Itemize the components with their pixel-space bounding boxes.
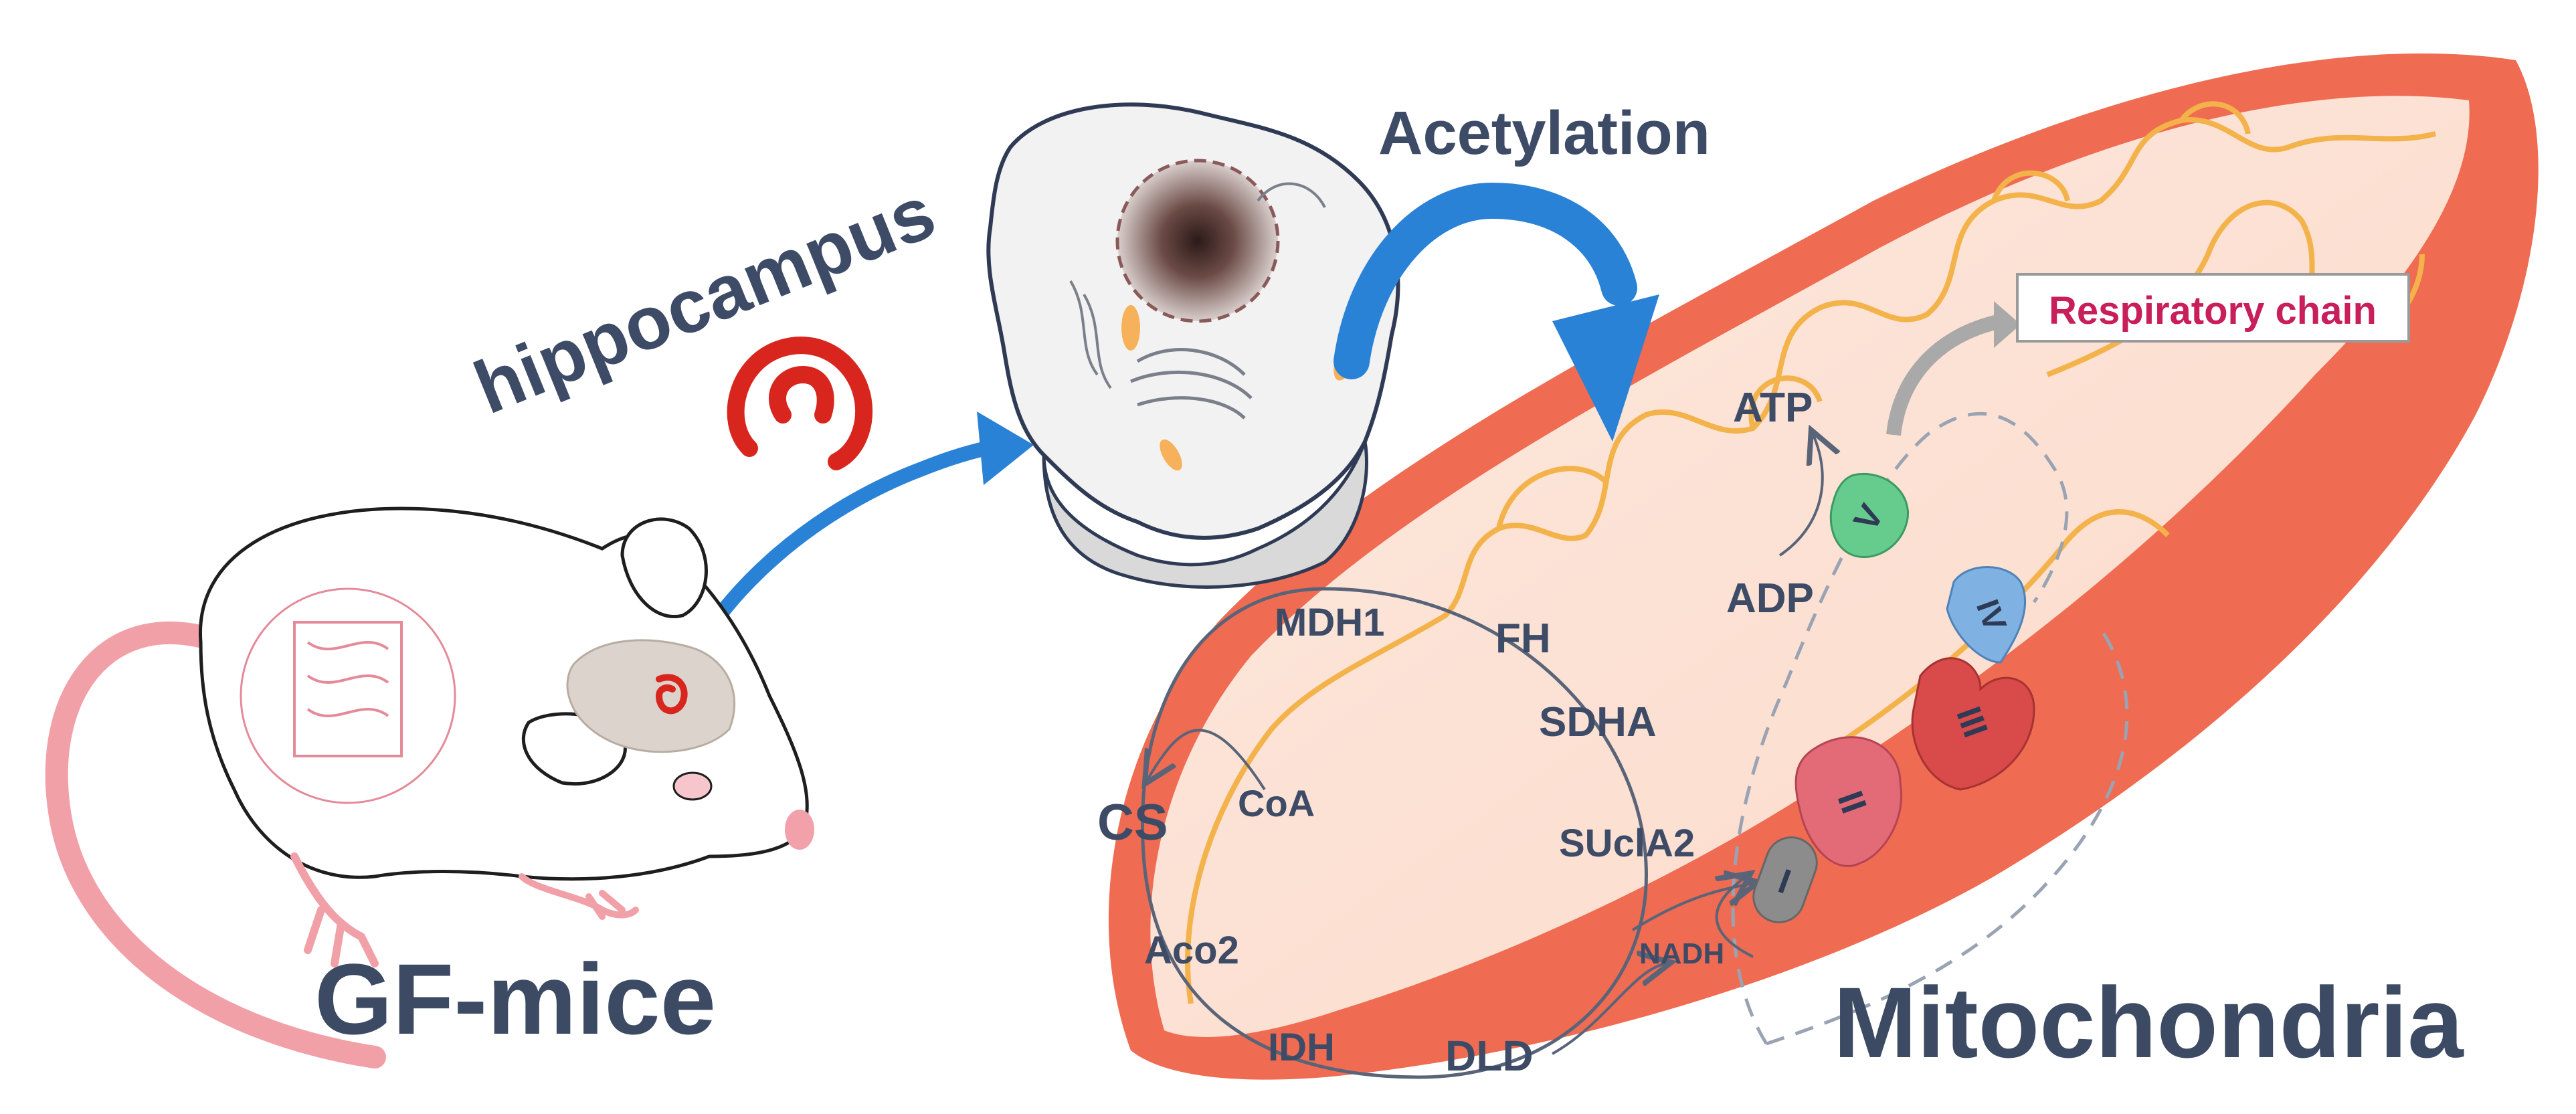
- gut-intestines: [293, 621, 403, 757]
- cell-body: [986, 102, 1400, 540]
- mouse: [45, 506, 814, 1069]
- mouse-hind-paw: [290, 852, 379, 967]
- acetylation-arrowhead: [1552, 294, 1659, 442]
- complex-III: [1911, 657, 2035, 791]
- respiratory-chain-label: Respiratory chain: [2049, 289, 2377, 333]
- mouse-brain: [566, 639, 736, 753]
- golgi: [1130, 348, 1253, 420]
- dld-to-nadh-arrow: [1552, 963, 1666, 1055]
- nadh-label: NADH: [1639, 937, 1724, 970]
- complex-V: [1829, 473, 1909, 559]
- mito-cristae-fold-1: [1496, 101, 2251, 529]
- respiratory-region-outline-2: [1766, 628, 2129, 1046]
- mouse-eye: [672, 771, 713, 801]
- sucla2-to-complex1-arrow: [1631, 883, 1753, 931]
- enzyme-mdh1: MDH1: [1275, 601, 1384, 644]
- hippocampus-icon: [727, 337, 873, 470]
- nucleus: [1115, 159, 1280, 323]
- gut-circle: [240, 587, 456, 804]
- complex-IV: [1946, 566, 2027, 664]
- complex-II: [1795, 736, 1902, 868]
- adp-to-atp-arrow: [1778, 435, 1823, 557]
- enzyme-dld: DLD: [1445, 1032, 1534, 1080]
- enzyme-idh: IDH: [1268, 1026, 1335, 1069]
- enzyme-fh: FH: [1495, 616, 1551, 662]
- enzyme-sdha: SDHA: [1539, 699, 1657, 745]
- tca-circle: [1141, 587, 1648, 1079]
- acetylation-label: Acetylation: [1378, 99, 1710, 167]
- enzyme-aco2: Aco2: [1144, 929, 1239, 972]
- cell-mitochondrion-3: [1160, 439, 1182, 471]
- mouse-ear: [620, 517, 708, 618]
- neuron-cell: [986, 102, 1400, 589]
- mouse-nose: [785, 810, 814, 850]
- respiratory-chain-box: [2016, 273, 2410, 343]
- coa-label: CoA: [1238, 782, 1315, 824]
- mouse-tail: [45, 621, 386, 1069]
- enzyme-cs: CS: [1097, 794, 1168, 851]
- atp-label: ATP: [1733, 385, 1813, 431]
- mitochondria-label: Mitochondria: [1833, 966, 2464, 1079]
- adp-label: ADP: [1726, 575, 1814, 622]
- er-strands: [1069, 182, 1326, 389]
- mouse-brain-hippocampus: [655, 674, 688, 715]
- gf-mice-label: GF-mice: [314, 943, 716, 1055]
- enzyme-sucla2: SUclA2: [1559, 822, 1695, 865]
- mouse-front-paw: [519, 873, 639, 920]
- mito-cristae-fold-3: [1818, 509, 2170, 759]
- mouse-to-cell-arrowhead: [977, 411, 1034, 485]
- respiratory-arrow-head: [1994, 301, 2021, 348]
- cell-mitochondrion-1: [1121, 305, 1140, 351]
- coa-to-cs-arrow: [1147, 729, 1266, 791]
- mito-cristae: [1185, 117, 2436, 1004]
- acetylation-arrow: [1333, 182, 1637, 379]
- hippocampus-label: hippocampus: [463, 170, 946, 430]
- complex-I: [1752, 836, 1818, 923]
- cell-base: [1042, 435, 1368, 589]
- complexes-to-respiratory-arrow: [1886, 314, 2003, 436]
- tca-cycle: [1141, 587, 1753, 1079]
